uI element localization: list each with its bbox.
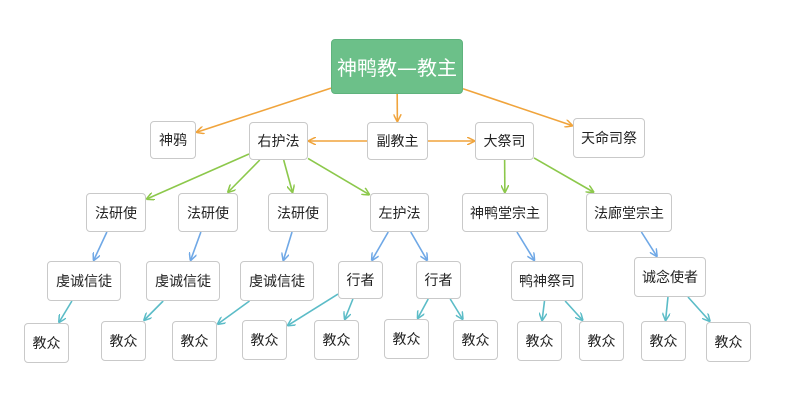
connector-chengnian-to-jz11 — [687, 296, 710, 321]
node-left-guardian[interactable]: 左护法 — [370, 193, 429, 232]
node-follower-10[interactable]: 教众 — [641, 321, 686, 361]
node-dharma-researcher-2[interactable]: 法研使 — [178, 193, 238, 232]
connector-qiancheng3-to-jz3 — [218, 300, 250, 324]
connector-fayan3-to-qiancheng3 — [283, 231, 293, 260]
node-follower-11[interactable]: 教众 — [706, 322, 751, 362]
connector-daji-to-falangtang — [533, 157, 593, 192]
node-follower-2[interactable]: 教众 — [101, 321, 146, 361]
node-shenya-hall-master[interactable]: 神鸭堂宗主 — [462, 193, 548, 232]
connector-youhufa-to-fayan1 — [147, 153, 250, 199]
connector-qiancheng2-to-jz2 — [144, 300, 164, 320]
node-right-guardian[interactable]: 右护法 — [249, 122, 308, 160]
node-pilgrim-1[interactable]: 行者 — [338, 261, 383, 299]
node-dharma-researcher-3[interactable]: 法研使 — [268, 193, 328, 232]
connector-xingzhe1-to-jz4 — [288, 293, 339, 325]
connector-shenyatang-to-yashen — [516, 231, 534, 260]
node-devout-believer-2[interactable]: 虔诚信徒 — [146, 261, 220, 301]
connector-falangtang-to-chengnian — [640, 231, 656, 256]
connector-xingzhe2-to-jz6 — [418, 298, 429, 318]
node-pilgrim-2[interactable]: 行者 — [416, 261, 461, 299]
connector-xingzhe2-to-jz7 — [449, 298, 462, 319]
connector-xingzhe1-to-jz5 — [345, 298, 354, 319]
node-devout-believer-3[interactable]: 虔诚信徒 — [240, 261, 314, 301]
node-fate-priest[interactable]: 天命司祭 — [573, 118, 645, 158]
connector-yashen-to-jz9 — [564, 300, 582, 320]
connector-zuohufa-to-xingzhe1 — [372, 231, 389, 260]
node-falang-hall-master[interactable]: 法廊堂宗主 — [586, 193, 672, 232]
node-high-priest[interactable]: 大祭司 — [475, 122, 534, 160]
connector-youhufa-to-fayan3 — [282, 159, 293, 192]
node-follower-6[interactable]: 教众 — [384, 319, 429, 359]
node-follower-8[interactable]: 教众 — [517, 321, 562, 361]
node-shenya[interactable]: 神鸦 — [150, 121, 196, 159]
node-devout-believer-1[interactable]: 虔诚信徒 — [47, 261, 121, 301]
node-follower-5[interactable]: 教众 — [314, 320, 359, 360]
connector-yashen-to-jz8 — [542, 300, 544, 320]
node-follower-7[interactable]: 教众 — [453, 320, 498, 360]
connector-youhufa-to-fayan2 — [228, 159, 261, 192]
connector-fayan2-to-qiancheng2 — [191, 231, 202, 260]
node-duck-god-priest[interactable]: 鸭神祭司 — [511, 261, 583, 301]
connector-qiancheng1-to-jz1 — [59, 300, 73, 322]
connector-youhufa-to-zuohufa — [307, 157, 369, 194]
connector-chengnian-to-jz10 — [666, 296, 668, 320]
node-follower-1[interactable]: 教众 — [24, 323, 69, 363]
node-vice-leader[interactable]: 副教主 — [367, 122, 428, 160]
connector-root-to-shenya — [197, 87, 332, 132]
connector-zuohufa-to-xingzhe2 — [410, 231, 427, 260]
connector-root-to-tianming — [462, 88, 572, 126]
connector-fayan1-to-qiancheng1 — [94, 231, 108, 260]
node-root-leader[interactable]: 神鸭教—教主 — [331, 39, 463, 94]
node-sincere-messenger[interactable]: 诚念使者 — [634, 257, 706, 297]
node-follower-3[interactable]: 教众 — [172, 321, 217, 361]
node-follower-4[interactable]: 教众 — [242, 320, 287, 360]
node-dharma-researcher-1[interactable]: 法研使 — [86, 193, 146, 232]
node-follower-9[interactable]: 教众 — [579, 321, 624, 361]
